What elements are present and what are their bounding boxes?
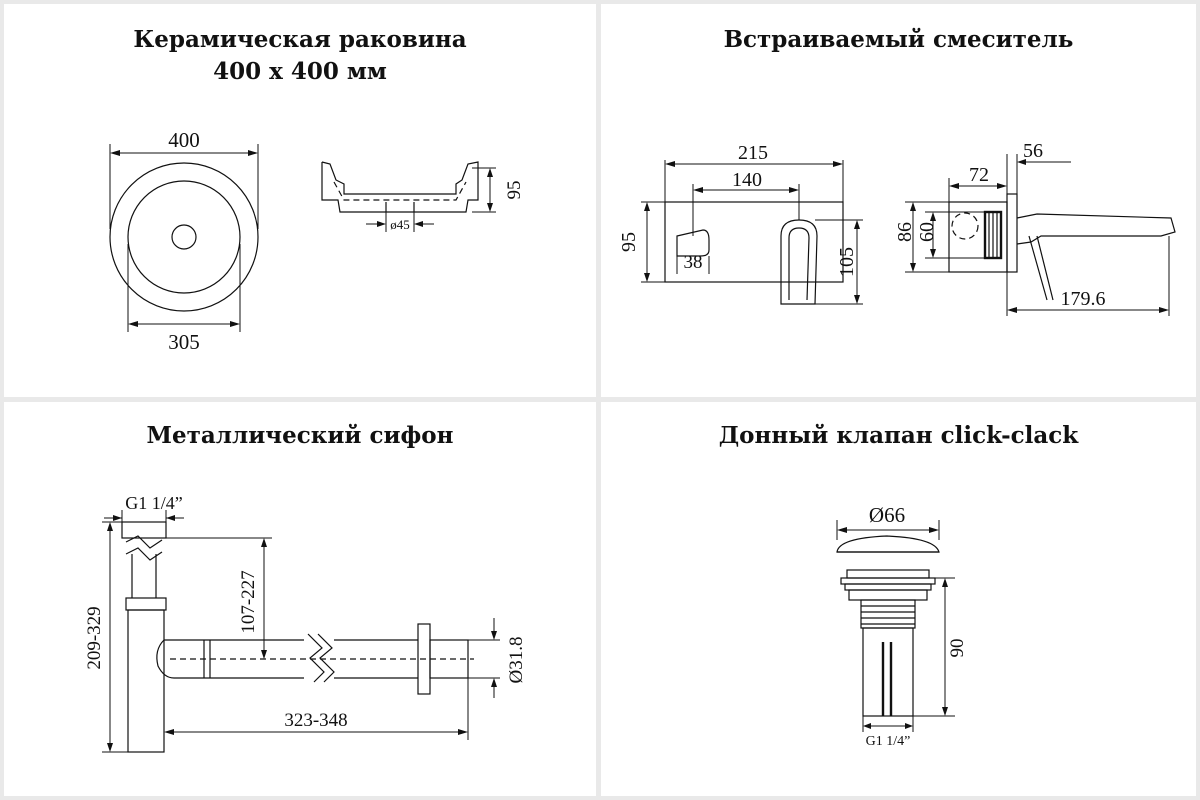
sink-panel: Керамическая раковина 400 х 400 мм 400 3… — [4, 4, 596, 397]
mixer-width-dim: 215 — [738, 142, 768, 164]
mixer-spout-dim: 179.6 — [1061, 288, 1106, 310]
valve-tail — [862, 627, 914, 717]
siphon-pipe-dim: Ø31.8 — [506, 637, 527, 684]
sink-title: Керамическая раковина 400 х 400 мм — [4, 24, 596, 88]
sink-inner-dim: 305 — [168, 330, 200, 354]
siphon-inlet-cap — [121, 521, 167, 539]
sink-inner-bowl — [127, 180, 241, 294]
mixer-plate-dim: 86 — [894, 222, 916, 242]
sink-outer-rim — [109, 162, 259, 312]
mixer-handle-dim: 38 — [684, 252, 703, 273]
mixer-height-left-dim: 95 — [618, 232, 640, 252]
valve-height-dim: 90 — [947, 639, 968, 658]
siphon-body — [127, 609, 165, 753]
sink-title-line1: Керамическая раковина — [133, 26, 467, 53]
sink-outer-dim: 400 — [168, 128, 200, 152]
mixer-drawing: 215 140 95 38 105 — [618, 140, 1176, 316]
valve-thread-dim: G1 1/4” — [866, 734, 911, 749]
sink-height-dim: 95 — [504, 181, 525, 200]
sink-title-line2: 400 х 400 мм — [213, 58, 387, 85]
siphon-length-dim: 323-348 — [284, 710, 347, 731]
mixer-cartridge-hidden — [951, 212, 979, 240]
sink-drain-dim: ø45 — [390, 217, 410, 232]
mixer-spacing-dim: 140 — [732, 169, 762, 191]
siphon-title-text: Металлический сифон — [146, 422, 454, 449]
mixer-spout-side — [1016, 213, 1176, 245]
mixer-lever — [780, 219, 818, 305]
mixer-round-dim: 60 — [916, 222, 938, 242]
siphon-nut — [125, 597, 167, 611]
siphon-title: Металлический сифон — [4, 420, 596, 452]
valve-title-text: Донный клапан click-clack — [718, 422, 1079, 449]
mixer-box-dim: 72 — [969, 164, 989, 186]
mixer-lever-side — [1028, 235, 1048, 301]
mixer-wall-plate-side — [1006, 193, 1018, 273]
mixer-title: Встраиваемый смеситель — [601, 24, 1196, 56]
valve-panel: Донный клапан click-clack Ø66 — [601, 402, 1196, 796]
siphon-elbow — [156, 639, 175, 679]
mixer-small-knob — [676, 229, 710, 257]
sink-side-profile — [321, 161, 479, 213]
sink-drain-hole — [171, 224, 197, 250]
valve-cap — [836, 535, 940, 553]
mixer-front-plate — [664, 201, 844, 283]
valve-flange — [846, 569, 930, 579]
siphon-vertical-dim: 107-227 — [238, 570, 259, 633]
sink-drawing: 400 305 95 ø4 — [109, 128, 525, 354]
mixer-panel: Встраиваемый смеситель 215 140 — [601, 4, 1196, 397]
siphon-thread-dim: G1 1/4” — [125, 493, 183, 513]
mixer-depth-dim: 56 — [1023, 140, 1043, 162]
mixer-title-text: Встраиваемый смеситель — [723, 26, 1074, 53]
sink-bowl-hidden-line — [333, 181, 467, 201]
valve-cap-dim: Ø66 — [869, 503, 905, 527]
siphon-height-dim: 209-329 — [84, 606, 105, 669]
valve-drawing: Ø66 — [836, 503, 968, 749]
mixer-height-right-dim: 105 — [836, 247, 858, 277]
siphon-drawing: G1 1/4” — [84, 493, 527, 753]
siphon-panel: Металлический сифон G1 1/4” — [4, 402, 596, 796]
valve-title: Донный клапан click-clack — [601, 420, 1196, 452]
